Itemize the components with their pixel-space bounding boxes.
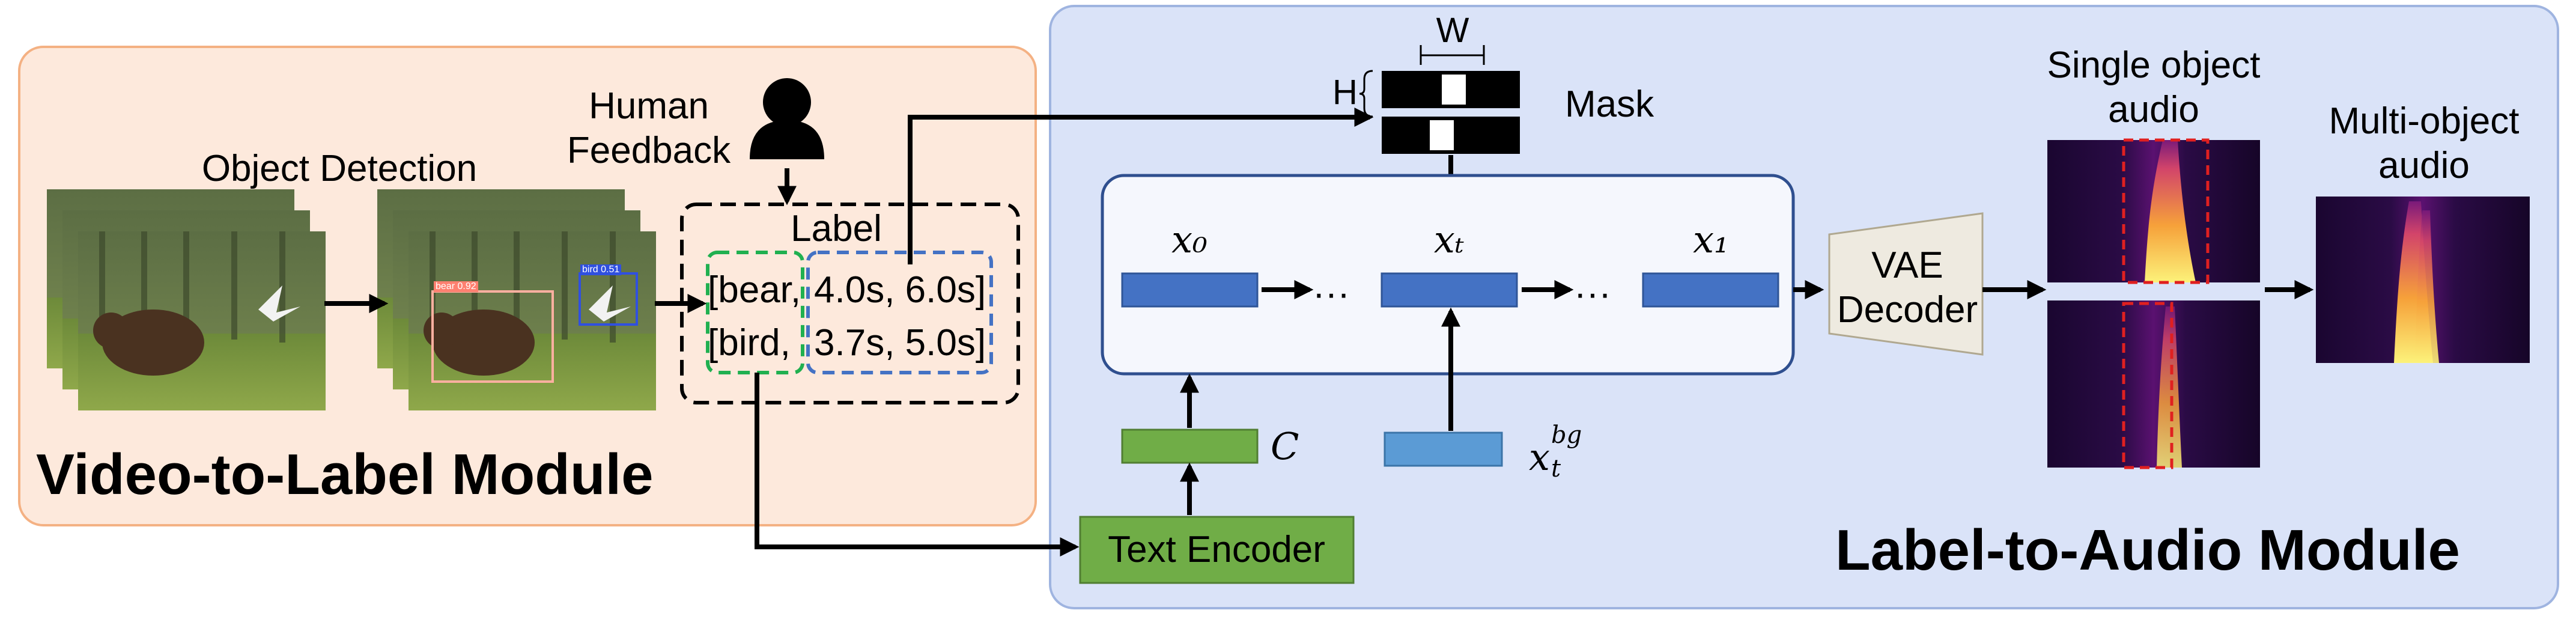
multi-object-spectrogram <box>2316 197 2530 363</box>
latent-x0-bar <box>1121 272 1259 308</box>
label-row-2-time: 3.7s, 5.0s] <box>814 322 986 364</box>
vae-decoder-shape <box>1828 212 1984 356</box>
single-object-spectrogram-1 <box>2047 138 2260 284</box>
latent-x1-bar <box>1642 272 1779 308</box>
mask-width-label: W <box>1436 11 1469 50</box>
object-detection-label: Object Detection <box>201 148 478 189</box>
label-row-2-name: [bird, <box>708 322 791 364</box>
mask-graphic <box>1359 45 1520 154</box>
latent-dots-2: ··· <box>1574 273 1611 314</box>
input-video-frames <box>47 189 326 410</box>
condition-c-label: C <box>1271 424 1299 468</box>
background-latent-bar <box>1384 431 1503 467</box>
multi-object-audio-label: Multi-object audio <box>2328 100 2520 187</box>
detected-video-frames <box>377 189 656 410</box>
bear-bbox <box>431 290 554 383</box>
background-latent-sub: t <box>1551 455 1561 483</box>
latent-xt-label: xₜ <box>1433 218 1465 261</box>
latent-x1-label: x₁ <box>1693 218 1729 261</box>
text-encoder-box <box>1079 516 1355 584</box>
arrow-label-to-text-encoder <box>755 373 1080 556</box>
latent-dots-1: ··· <box>1313 273 1350 314</box>
latent-x0-label: x₀ <box>1171 218 1208 261</box>
mask-height-label: H <box>1332 73 1358 112</box>
mask-label: Mask <box>1565 84 1654 125</box>
human-feedback-label: Human Feedback <box>567 85 731 172</box>
bird-detection-tag: bird 0.51 <box>580 264 622 275</box>
background-latent-sup: bg <box>1551 421 1582 449</box>
label-names-box <box>706 251 804 374</box>
label-box <box>680 203 1020 404</box>
bird-shape <box>258 285 300 322</box>
label-row-1-time: 4.0s, 6.0s] <box>814 269 986 311</box>
label-row-1-name: [bear, <box>708 269 801 311</box>
single-object-audio-label: Single object audio <box>2047 44 2261 131</box>
bear-detection-tag: bear 0.92 <box>434 281 478 292</box>
label-box-title: Label <box>791 208 882 249</box>
arrow-label-to-mask <box>908 108 1374 264</box>
text-encoder-label: Text Encoder <box>1108 529 1325 570</box>
latent-xt-bar <box>1381 272 1518 308</box>
single-object-spectrogram-2 <box>2047 300 2260 469</box>
label-times-box <box>806 251 993 374</box>
vae-decoder-label: VAE Decoder <box>1836 245 1978 331</box>
background-latent-base: x <box>1529 435 1550 479</box>
person-icon <box>750 78 824 159</box>
label-to-audio-title: Label-to-Audio Module <box>1835 518 2460 582</box>
video-to-label-title: Video-to-Label Module <box>36 442 654 507</box>
